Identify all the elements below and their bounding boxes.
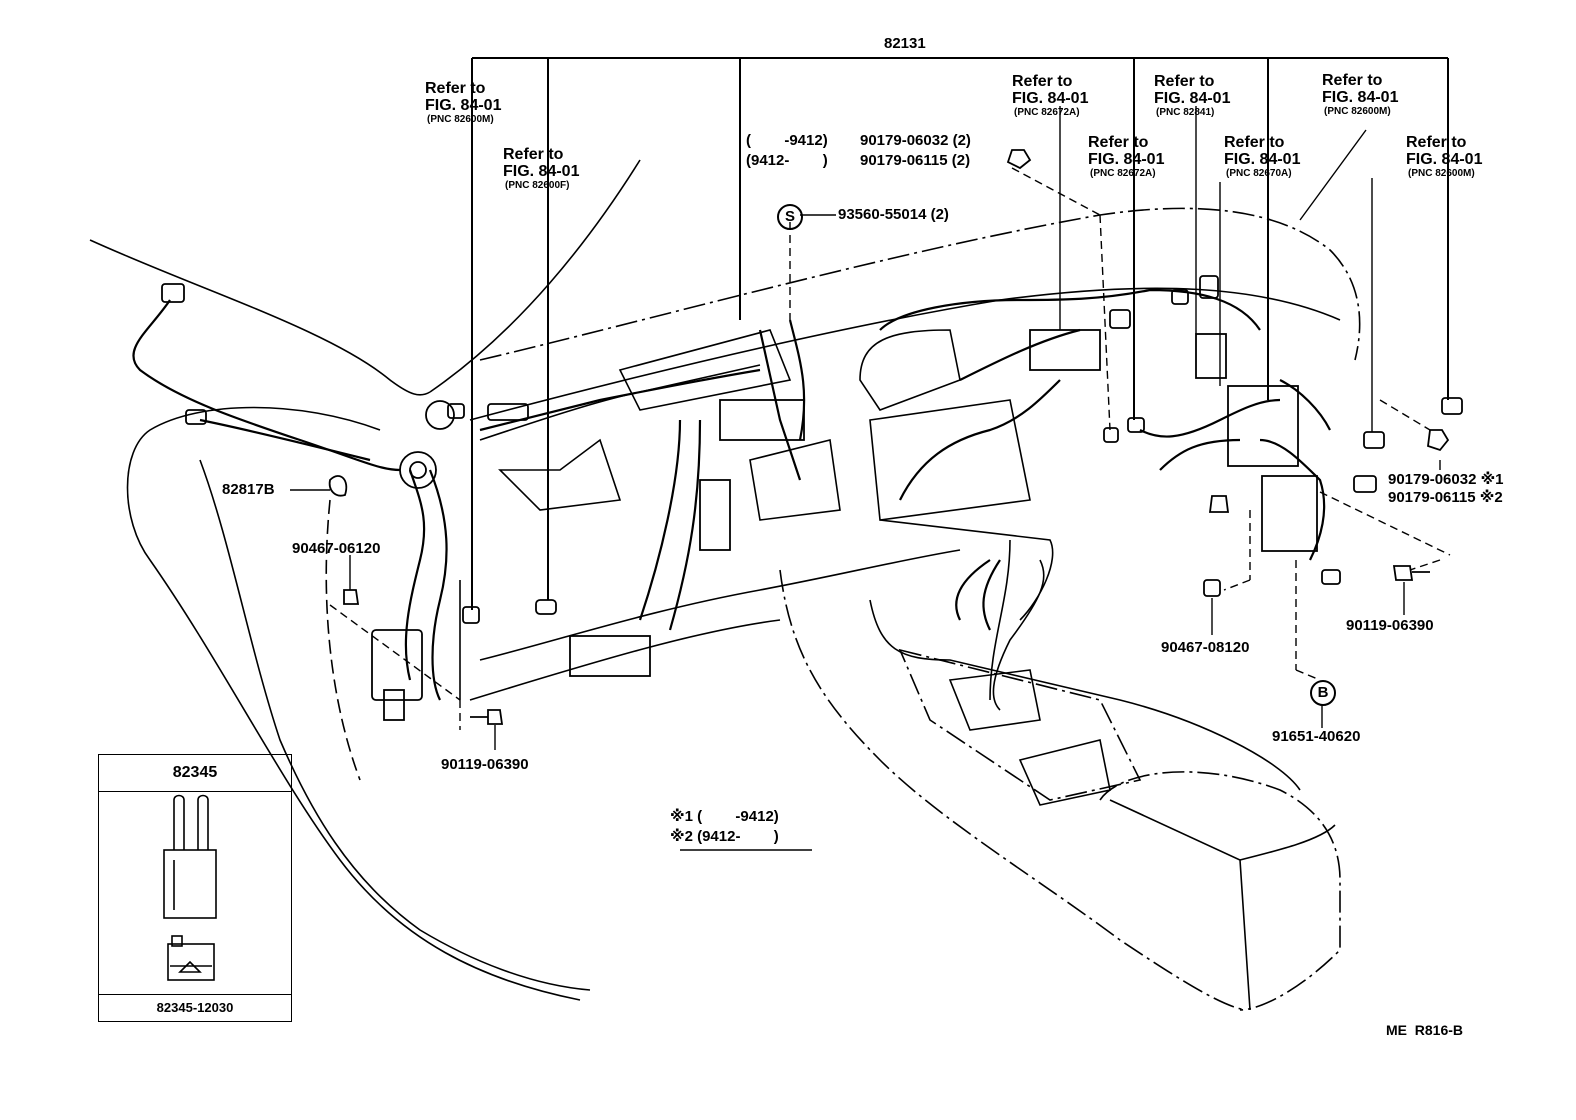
components bbox=[161, 149, 1463, 725]
instrument-panel bbox=[469, 207, 1361, 1011]
ref-line1: Refer to bbox=[1322, 72, 1383, 89]
ref-line1: Refer to bbox=[1012, 73, 1073, 90]
ref-line1: Refer to bbox=[1406, 134, 1467, 151]
inset-title: 82345 bbox=[172, 764, 218, 781]
ref-line2: FIG. 84-01 bbox=[503, 163, 580, 180]
clip-right-part: 90467-08120 bbox=[1161, 639, 1250, 656]
ref-label-82841: Refer to FIG. 84-01 (PNC 82841) bbox=[1154, 73, 1230, 119]
bolt-range-2: (9412- ) bbox=[746, 152, 828, 169]
figure-code: ME R816-B bbox=[1386, 1022, 1464, 1038]
ref-label-82672a-top: Refer to FIG. 84-01 (PNC 82672A) bbox=[1012, 73, 1088, 119]
bolt-b-symbol-icon: B bbox=[1310, 680, 1336, 706]
bolt-part-1: 90179-06032 (2) bbox=[860, 132, 971, 149]
ref-line2: FIG. 84-01 bbox=[1088, 151, 1165, 168]
relay-icon bbox=[163, 794, 217, 981]
ref-line3: (PNC 82672A) bbox=[1014, 107, 1080, 118]
bolt-right-part: 90119-06390 bbox=[1346, 617, 1434, 634]
clip-left-part: 90467-06120 bbox=[292, 540, 381, 557]
inset-header: 82345 bbox=[99, 755, 291, 792]
ref-line3: (PNC 82600F) bbox=[505, 180, 570, 191]
ref-line3: (PNC 82841) bbox=[1156, 107, 1215, 118]
ref-line2: FIG. 84-01 bbox=[1012, 90, 1089, 107]
ref-line1: Refer to bbox=[1224, 134, 1285, 151]
ref-line3: (PNC 82672A) bbox=[1090, 168, 1156, 179]
ref-line2: FIG. 84-01 bbox=[1224, 151, 1301, 168]
ref-line2: FIG. 84-01 bbox=[1154, 90, 1231, 107]
ref-line1: Refer to bbox=[503, 146, 564, 163]
wire-harness bbox=[132, 288, 1331, 701]
ref-label-82600m-right: Refer to FIG. 84-01 (PNC 82600M) bbox=[1406, 134, 1482, 180]
ref-label-82600m-left: Refer to FIG. 84-01 (PNC 82600M) bbox=[425, 80, 501, 126]
ref-line2: FIG. 84-01 bbox=[1322, 89, 1399, 106]
ref-line3: (PNC 82670A) bbox=[1226, 168, 1292, 179]
leader-lines bbox=[290, 106, 1451, 851]
ref-label-82670a: Refer to FIG. 84-01 (PNC 82670A) bbox=[1224, 134, 1300, 180]
main-part-number: 82131 bbox=[884, 35, 926, 52]
legend-line-2: ※2 (9412- ) bbox=[670, 828, 779, 845]
inset-part: 82345-12030 bbox=[156, 1000, 234, 1015]
legend-line-1: ※1 ( -9412) bbox=[670, 808, 779, 825]
ref-label-82672a-lower: Refer to FIG. 84-01 (PNC 82672A) bbox=[1088, 134, 1164, 180]
nut-1-part: 90179-06032 ※1 bbox=[1388, 471, 1504, 488]
ref-line3: (PNC 82600M) bbox=[1408, 168, 1475, 179]
screw-part: 93560-55014 (2) bbox=[838, 206, 949, 223]
ref-line2: FIG. 84-01 bbox=[425, 97, 502, 114]
ref-line2: FIG. 84-01 bbox=[1406, 151, 1483, 168]
clamp-part: 82817B bbox=[222, 481, 275, 498]
ref-line1: Refer to bbox=[1154, 73, 1215, 90]
inset-footer: 82345-12030 bbox=[99, 994, 291, 1021]
ref-label-82600f: Refer to FIG. 84-01 (PNC 82600F) bbox=[503, 146, 579, 192]
main-part-bracket bbox=[471, 57, 1449, 610]
bolt-part-2: 90179-06115 (2) bbox=[860, 152, 971, 169]
ref-line1: Refer to bbox=[425, 80, 486, 97]
ref-line1: Refer to bbox=[1088, 134, 1149, 151]
ref-line3: (PNC 82600M) bbox=[1324, 106, 1391, 117]
ref-label-82600m-mid: Refer to FIG. 84-01 (PNC 82600M) bbox=[1322, 72, 1398, 118]
bolt-b-part: 91651-40620 bbox=[1272, 728, 1361, 745]
relay-inset: 82345 82345-12030 bbox=[98, 754, 292, 1022]
ref-line3: (PNC 82600M) bbox=[427, 114, 494, 125]
bolt-left-part: 90119-06390 bbox=[441, 756, 529, 773]
screw-symbol-icon: S bbox=[777, 204, 803, 230]
nut-2-part: 90179-06115 ※2 bbox=[1388, 489, 1503, 506]
bolt-range-1: ( -9412) bbox=[746, 132, 828, 149]
